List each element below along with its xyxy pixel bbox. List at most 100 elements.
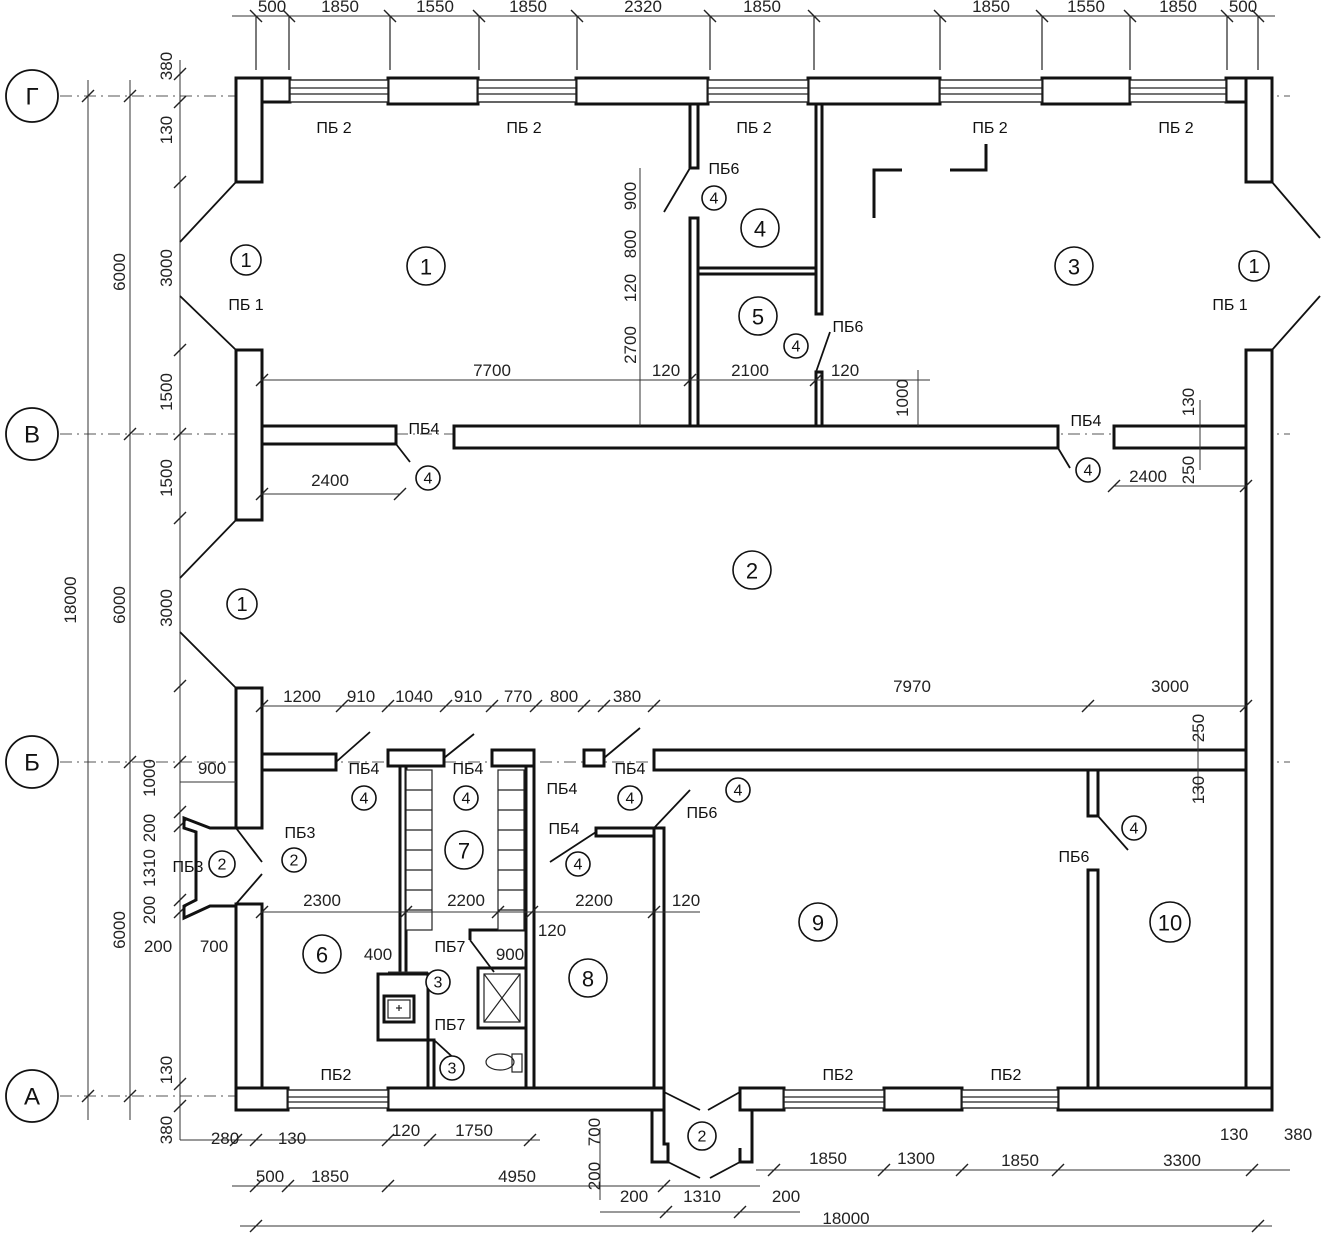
dim-3000: 3000 bbox=[1151, 677, 1189, 696]
gate-leaves bbox=[179, 181, 1321, 1179]
door-marker: 2 bbox=[208, 850, 236, 878]
top-dim-3: 1550 bbox=[416, 0, 454, 16]
dim-250-b: 250 bbox=[1189, 714, 1208, 742]
label-pb2-bottom-3: ПБ2 bbox=[991, 1067, 1022, 1084]
label-pb7-1: ПБ7 bbox=[435, 939, 466, 956]
axis-bubble-v: В bbox=[5, 407, 59, 461]
dim-2700: 2700 bbox=[621, 326, 640, 364]
room-marker: 1 bbox=[230, 244, 262, 276]
axis-label-b: Б bbox=[24, 750, 40, 777]
bottom-dim-200-a: 200 bbox=[620, 1187, 648, 1206]
bottom-dim-18000: 18000 bbox=[822, 1209, 869, 1228]
bottom-dim-130-a: 130 bbox=[278, 1129, 306, 1148]
dim-900-stair: 900 bbox=[496, 945, 524, 964]
bottom-dim-280: 280 bbox=[211, 1129, 239, 1148]
dim-2200-b: 2200 bbox=[575, 891, 613, 910]
room-marker: 10 bbox=[1149, 901, 1191, 943]
dim-770: 770 bbox=[504, 687, 532, 706]
svg-text:4: 4 bbox=[574, 857, 583, 874]
label-pb1-left: ПБ 1 bbox=[228, 297, 263, 314]
label-pb7-2: ПБ7 bbox=[435, 1017, 466, 1034]
dim-800: 800 bbox=[550, 687, 578, 706]
bottom-dim-4950: 4950 bbox=[498, 1167, 536, 1186]
top-dim-4: 1850 bbox=[509, 0, 547, 16]
door-marker: 3 bbox=[439, 1055, 465, 1081]
left-dim-700: 700 bbox=[200, 937, 228, 956]
dim-120-c: 120 bbox=[672, 891, 700, 910]
svg-text:1: 1 bbox=[236, 594, 247, 616]
left-vestibule bbox=[182, 815, 263, 921]
svg-text:4: 4 bbox=[792, 339, 801, 356]
top-dim-6: 1850 bbox=[743, 0, 781, 16]
label-pb4-7: ПБ4 bbox=[549, 821, 580, 838]
label-pb2-bottom-1: ПБ2 bbox=[321, 1067, 352, 1084]
door-marker: 4 bbox=[1075, 457, 1101, 483]
top-dim-7: 1850 bbox=[972, 0, 1010, 16]
svg-text:1: 1 bbox=[420, 255, 432, 280]
svg-text:3: 3 bbox=[448, 1061, 457, 1078]
svg-text:4: 4 bbox=[754, 217, 766, 242]
top-dim-10: 500 bbox=[1229, 0, 1257, 16]
label-pb4-2: ПБ4 bbox=[1071, 413, 1102, 430]
label-pb2-5: ПБ 2 bbox=[1158, 120, 1193, 137]
svg-text:6: 6 bbox=[316, 943, 328, 968]
door-marker: 4 bbox=[725, 777, 751, 803]
label-pb4-1: ПБ4 bbox=[409, 421, 440, 438]
dim-900-vertical: 900 bbox=[621, 182, 640, 210]
svg-text:1: 1 bbox=[240, 250, 251, 272]
dim-400: 400 bbox=[364, 945, 392, 964]
left-dim-200c: 200 bbox=[144, 937, 172, 956]
svg-text:5: 5 bbox=[752, 305, 764, 330]
svg-text:2: 2 bbox=[698, 1129, 707, 1146]
label-pb6-4: ПБ6 bbox=[1059, 849, 1090, 866]
dim-120-vertical: 120 bbox=[621, 274, 640, 302]
left-dim-18000: 18000 bbox=[61, 576, 80, 623]
dim-800-vertical: 800 bbox=[621, 230, 640, 258]
bottom-dim-500: 500 bbox=[256, 1167, 284, 1186]
top-dim-9: 1850 bbox=[1159, 0, 1197, 16]
door-markers: 4 4 4 4 4 4 4 4 4 4 2 2 3 3 2 bbox=[208, 185, 1147, 1151]
svg-text:4: 4 bbox=[626, 791, 635, 808]
door-marker: 4 bbox=[617, 785, 643, 811]
bottom-dim-1850-a: 1850 bbox=[809, 1149, 847, 1168]
svg-text:9: 9 bbox=[812, 911, 824, 936]
label-pb4-3: ПБ4 bbox=[349, 761, 380, 778]
door-marker: 4 bbox=[565, 851, 591, 877]
axis-bubble-g: Г bbox=[5, 69, 59, 123]
bottom-dim-1750: 1750 bbox=[455, 1121, 493, 1140]
bottom-dim-1300: 1300 bbox=[897, 1149, 935, 1168]
svg-text:8: 8 bbox=[582, 967, 594, 992]
sink-icon bbox=[382, 994, 416, 1024]
svg-text:2: 2 bbox=[290, 853, 299, 870]
bottom-dim-380: 380 bbox=[1284, 1125, 1312, 1144]
label-pb2-3: ПБ 2 bbox=[736, 120, 771, 137]
label-pb3-2: ПБ3 bbox=[173, 859, 204, 876]
bottom-dim-200-vertical: 200 bbox=[585, 1162, 604, 1190]
label-pb4-4: ПБ4 bbox=[453, 761, 484, 778]
room-marker: 9 bbox=[798, 902, 838, 942]
dim-380: 380 bbox=[613, 687, 641, 706]
dim-2300: 2300 bbox=[303, 891, 341, 910]
svg-text:4: 4 bbox=[1130, 821, 1139, 838]
door-marker: 4 bbox=[783, 333, 809, 359]
top-dimension-chain: 500 1850 1550 1850 2320 1850 1850 1550 1… bbox=[232, 0, 1275, 70]
axis-label-g: Г bbox=[26, 84, 39, 111]
label-pb2-1: ПБ 2 bbox=[316, 120, 351, 137]
door-marker: 4 bbox=[453, 785, 479, 811]
dim-250-right: 250 bbox=[1179, 456, 1198, 484]
dim-7700: 7700 bbox=[473, 361, 511, 380]
entry-vestibule bbox=[650, 1110, 754, 1164]
label-pb6-2: ПБ6 bbox=[833, 319, 864, 336]
left-dim-6000-mid: 6000 bbox=[110, 586, 129, 624]
bottom-dim-1850-b: 1850 bbox=[1001, 1151, 1039, 1170]
top-dim-1: 500 bbox=[258, 0, 286, 16]
svg-text:4: 4 bbox=[462, 791, 471, 808]
dim-2400-left: 2400 bbox=[311, 471, 349, 490]
shower-icon bbox=[476, 966, 528, 1030]
left-dim-1000: 1000 bbox=[140, 759, 159, 797]
svg-text:4: 4 bbox=[710, 191, 719, 208]
left-dim-130b: 130 bbox=[157, 1056, 176, 1084]
svg-text:4: 4 bbox=[734, 783, 743, 800]
left-dim-380: 380 bbox=[157, 52, 176, 80]
